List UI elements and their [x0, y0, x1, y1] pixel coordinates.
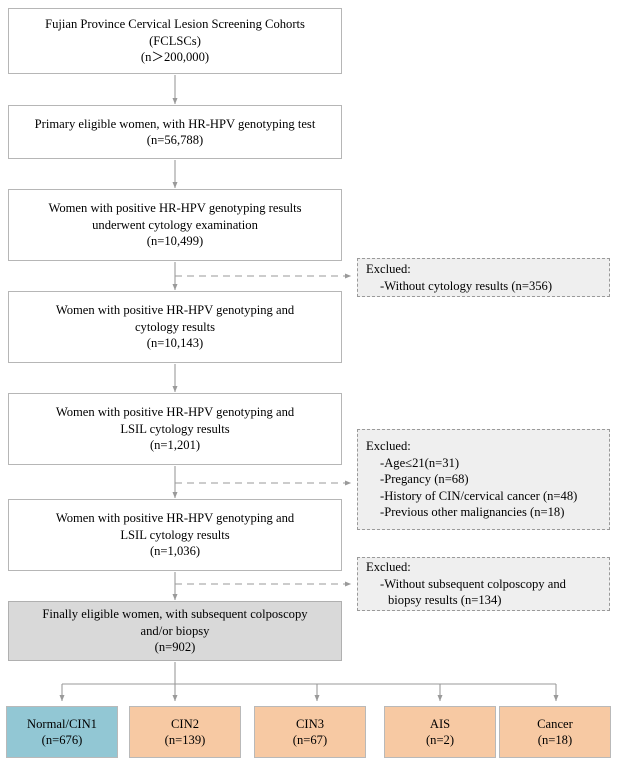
excluded-box-1-heading: Exclued:	[366, 261, 411, 276]
node-positive-cytology-exam-line-3: (n=10,499)	[146, 234, 204, 249]
node-finally-eligible: Finally eligible women, with subsequent …	[8, 601, 342, 661]
outcome-normal-cin1: Normal/CIN1 (n=676)	[6, 706, 118, 758]
excluded-box-3-item-1: -Without subsequent colposcopy and	[380, 576, 566, 591]
node-cohort-line-3: (n＞200,000)	[140, 50, 210, 65]
node-finally-eligible-line-1: Finally eligible women, with subsequent …	[42, 607, 308, 622]
node-finally-eligible-line-3: (n=902)	[154, 640, 196, 655]
node-primary-eligible: Primary eligible women, with HR-HPV geno…	[8, 105, 342, 159]
node-lsil-1036-line-2: LSIL cytology results	[120, 527, 230, 542]
excluded-box-2-heading: Exclued:	[366, 438, 411, 453]
outcome-cancer: Cancer (n=18)	[499, 706, 611, 758]
outcome-cin2-label: CIN2	[171, 716, 199, 731]
node-cohort: Fujian Province Cervical Lesion Screenin…	[8, 8, 342, 74]
node-positive-cytology-exam-line-1: Women with positive HR-HPV genotyping re…	[48, 201, 302, 216]
outcome-ais-count: (n=2)	[425, 733, 455, 747]
node-lsil-1201-line-2: LSIL cytology results	[120, 421, 230, 436]
outcome-ais: AIS (n=2)	[384, 706, 496, 758]
node-positive-cytology-exam-line-2: underwent cytology examination	[92, 217, 258, 232]
node-positive-cytology-exam: Women with positive HR-HPV genotyping re…	[8, 189, 342, 261]
excluded-box-1-item-1: -Without cytology results (n=356)	[380, 278, 553, 293]
outcome-ais-label: AIS	[429, 716, 451, 731]
node-cohort-line-1: Fujian Province Cervical Lesion Screenin…	[45, 17, 305, 32]
node-cohort-line-2: (FCLSCs)	[149, 33, 201, 48]
excluded-box-3: Exclued: -Without subsequent colposcopy …	[357, 557, 610, 611]
node-lsil-1036-line-3: (n=1,036)	[149, 544, 201, 559]
outcome-cin3-label: CIN3	[296, 716, 324, 731]
excluded-box-1: Exclued: -Without cytology results (n=35…	[357, 258, 610, 297]
node-positive-with-cytology-line-3: (n=10,143)	[146, 336, 204, 351]
excluded-box-2-item-2: -Pregancy (n=68)	[380, 472, 469, 487]
outcome-cin2: CIN2 (n=139)	[129, 706, 241, 758]
node-positive-with-cytology-line-2: cytology results	[134, 319, 216, 334]
node-lsil-1201-line-3: (n=1,201)	[149, 438, 201, 453]
excluded-box-2-item-1: -Age≤21(n=31)	[380, 455, 460, 470]
node-primary-eligible-line-1: Primary eligible women, with HR-HPV geno…	[34, 116, 316, 131]
node-lsil-1036: Women with positive HR-HPV genotyping an…	[8, 499, 342, 571]
node-lsil-1201: Women with positive HR-HPV genotyping an…	[8, 393, 342, 465]
outcome-cancer-label: Cancer	[537, 716, 573, 731]
outcome-cancer-count: (n=18)	[537, 733, 573, 747]
outcome-normal-cin1-label: Normal/CIN1	[27, 716, 97, 731]
outcome-normal-cin1-count: (n=676)	[41, 733, 83, 747]
node-finally-eligible-line-2: and/or biopsy	[140, 623, 210, 638]
node-positive-with-cytology-line-1: Women with positive HR-HPV genotyping an…	[55, 303, 295, 318]
excluded-box-2: Exclued: -Age≤21(n=31) -Pregancy (n=68) …	[357, 429, 610, 530]
node-lsil-1036-line-1: Women with positive HR-HPV genotyping an…	[55, 511, 295, 526]
node-positive-with-cytology: Women with positive HR-HPV genotyping an…	[8, 291, 342, 363]
outcome-cin3: CIN3 (n=67)	[254, 706, 366, 758]
outcome-cin2-count: (n=139)	[164, 733, 206, 747]
excluded-box-3-item-2: biopsy results (n=134)	[388, 593, 502, 608]
node-lsil-1201-line-1: Women with positive HR-HPV genotyping an…	[55, 405, 295, 420]
node-primary-eligible-line-2: (n=56,788)	[146, 133, 204, 147]
excluded-box-2-item-3: -History of CIN/cervical cancer (n=48)	[380, 488, 578, 503]
excluded-box-3-heading: Exclued:	[366, 560, 411, 575]
excluded-box-2-item-4: -Previous other malignancies (n=18)	[380, 505, 565, 520]
outcome-cin3-count: (n=67)	[292, 733, 328, 747]
